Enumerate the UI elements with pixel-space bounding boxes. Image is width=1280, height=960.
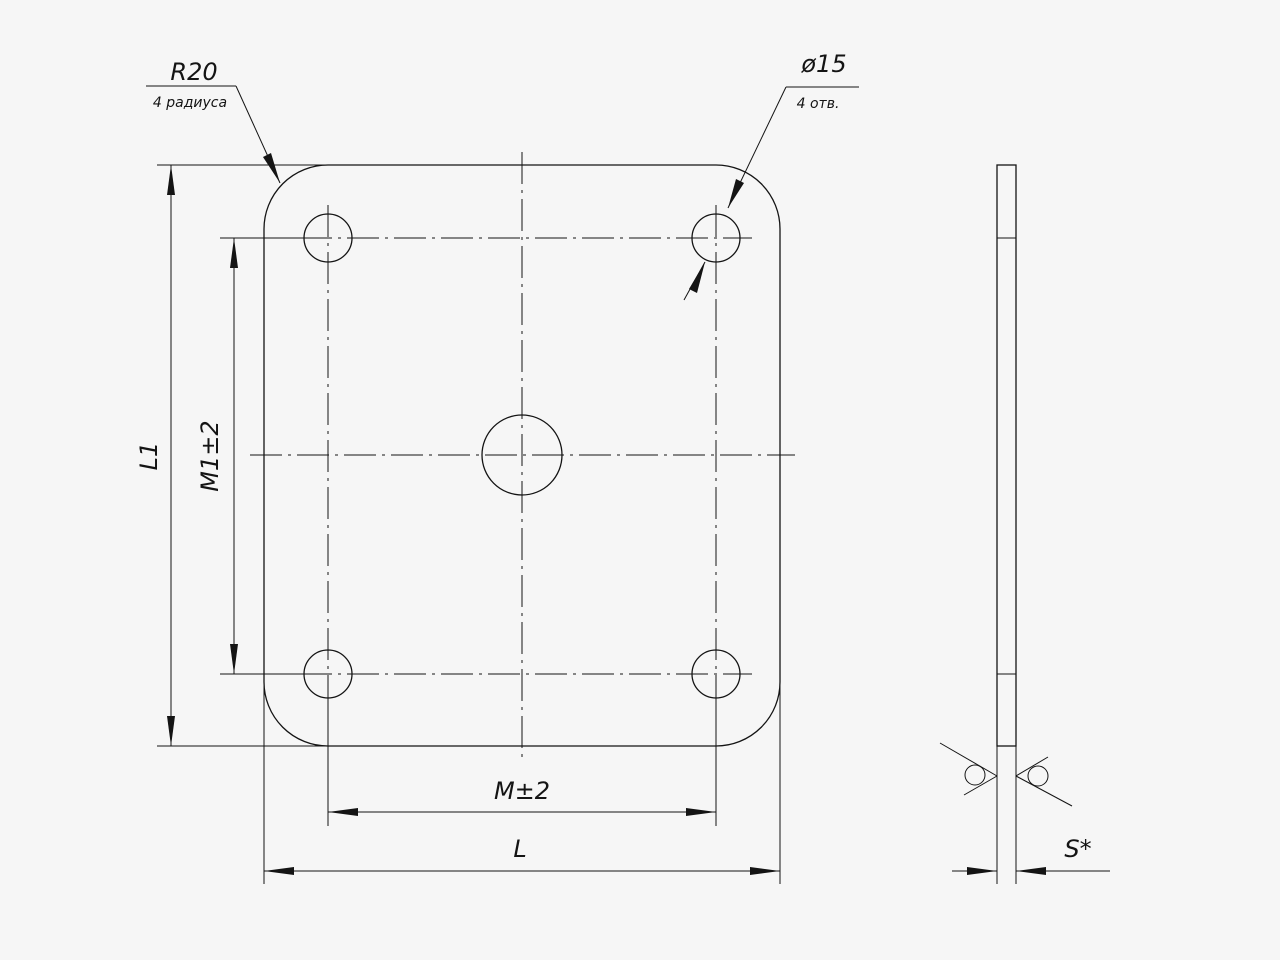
dimension-l1-label: L1 [135, 442, 163, 471]
weld-symbol-right [1015, 756, 1073, 807]
centerlines [250, 152, 795, 760]
dimension-l: L [264, 835, 780, 875]
radius-callout-value: R20 [170, 58, 217, 86]
extension-lines [157, 164, 781, 884]
dimension-m1: M1±2 [196, 238, 238, 674]
side-view [996, 164, 1017, 884]
dimension-s-label: S* [1064, 835, 1091, 863]
radius-callout: R20 4 радиуса [146, 58, 281, 184]
hole-callout: ø15 4 отв. [683, 50, 859, 301]
dimension-l-label: L [513, 835, 526, 863]
dimension-l1: L1 [135, 165, 175, 746]
dimension-s: S* [952, 835, 1110, 875]
hole-callout-note: 4 отв. [797, 96, 840, 112]
center-hole [481, 414, 563, 496]
dimension-m: M±2 [328, 777, 716, 816]
radius-callout-note: 4 радиуса [153, 95, 227, 111]
dimension-m1-label: M1±2 [196, 420, 224, 491]
hole-top-right [691, 213, 741, 263]
hole-callout-value: ø15 [800, 50, 846, 78]
dimension-m-label: M±2 [494, 777, 550, 805]
weld-symbol-left [939, 742, 998, 796]
